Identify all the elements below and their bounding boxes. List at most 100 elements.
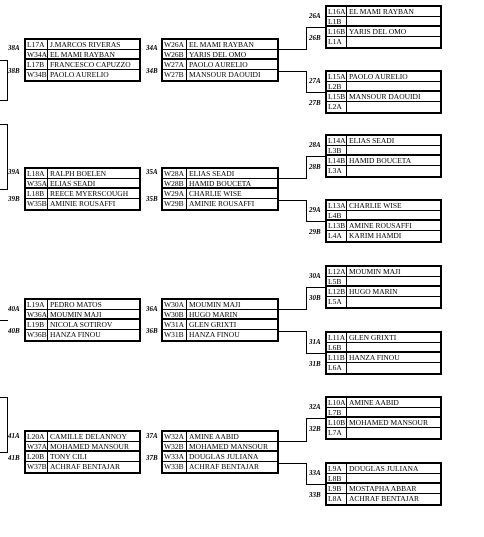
player-name: MOHAMED MANSOUR <box>50 442 129 451</box>
entry-code: W33A <box>163 452 187 462</box>
player-name: MOSTAPHA ABBAR <box>349 484 417 493</box>
bracket-line <box>279 331 307 332</box>
player-name <box>349 408 439 418</box>
entry-code: L14A <box>328 136 347 146</box>
player-name: YARIS DEL OMO <box>349 27 407 36</box>
bracket-line <box>279 49 307 50</box>
entry-code: L16A <box>328 7 347 17</box>
player-name: AMINE AABID <box>189 432 239 441</box>
player-name: ELIAS SEADI <box>189 169 235 178</box>
entry-code: L8A <box>327 494 347 504</box>
entry-row: L1B <box>327 17 440 27</box>
entry-row: L6A <box>327 363 440 373</box>
player-name <box>349 166 439 176</box>
entry-row: L8B <box>327 474 440 484</box>
entry-code: W28B <box>163 179 187 189</box>
match-label: 32B <box>309 425 321 433</box>
entry-code: L4B <box>327 211 347 221</box>
player-name: MOUMIN MAJI <box>189 300 241 309</box>
player-name: HANZA FINOU <box>189 330 240 339</box>
bracket-line <box>7 60 8 100</box>
entry-code: W30A <box>163 300 187 310</box>
player-name: TONY CILI <box>50 452 87 461</box>
bracket-line <box>279 71 307 72</box>
player-name: EL MAMI RAYBAN <box>349 7 414 16</box>
entry-code: W36B <box>27 330 48 340</box>
entry-code: L17A <box>26 40 48 50</box>
match-label: 34A <box>146 44 158 52</box>
entry-code: W32B <box>163 442 187 452</box>
player-name <box>349 343 439 353</box>
entry-code: W35A <box>27 179 48 189</box>
entry-code: L15A <box>328 72 347 82</box>
bracket-line <box>279 309 307 310</box>
match-label: 29A <box>309 206 321 214</box>
bracket-line <box>306 200 307 221</box>
player-name: AMINE AABID <box>349 398 399 407</box>
entry-code: W34B <box>27 70 48 80</box>
entry-code: L3B <box>327 146 347 156</box>
bracket-line <box>0 100 8 101</box>
player-name: MOHAMED MANSOUR <box>349 418 428 427</box>
bracket-line <box>306 418 325 419</box>
entry-code: L7B <box>327 408 347 418</box>
match-label: 37A <box>146 432 158 440</box>
entry-code: L8B <box>327 474 347 484</box>
entry-row: L3B <box>327 146 440 156</box>
entry-row: L5B <box>327 277 440 287</box>
player-name: DOUGLAS JULIANA <box>349 464 419 473</box>
entry-code: W31A <box>163 320 187 330</box>
player-name: AMINIE ROUSAFFI <box>189 199 255 208</box>
entry-row: L6B <box>327 343 440 353</box>
entry-code: L15B <box>328 92 347 102</box>
match-label: 40B <box>8 327 20 335</box>
entry-code: L18B <box>26 189 48 199</box>
player-name: CAMILLE DELANNOY <box>50 432 127 441</box>
entry-code: L3A <box>327 166 347 176</box>
match-label: 39A <box>8 168 20 176</box>
player-name <box>349 146 439 156</box>
bracket-line <box>279 178 307 179</box>
match-label: 27A <box>309 77 321 85</box>
player-name: PEDRO MATOS <box>50 300 102 309</box>
entry-code: W27A <box>163 60 187 70</box>
entry-code: L18A <box>26 169 48 179</box>
player-name: EL MAMI RAYBAN <box>189 40 254 49</box>
bracket-line <box>306 463 307 485</box>
entry-row: L3A <box>327 166 440 176</box>
entry-code: W35B <box>27 199 48 209</box>
player-name <box>349 82 439 92</box>
entry-code: W29A <box>163 189 187 199</box>
bracket-line <box>306 221 325 222</box>
entry-code: W36A <box>27 310 48 320</box>
player-name: ACHRAF BENTAJAR <box>50 462 121 471</box>
player-name: ACHRAF BENTAJAR <box>349 494 420 503</box>
entry-code: L14B <box>328 156 347 166</box>
entry-row: L2A <box>327 102 440 112</box>
player-name: KARIM HAMDI <box>349 231 402 240</box>
